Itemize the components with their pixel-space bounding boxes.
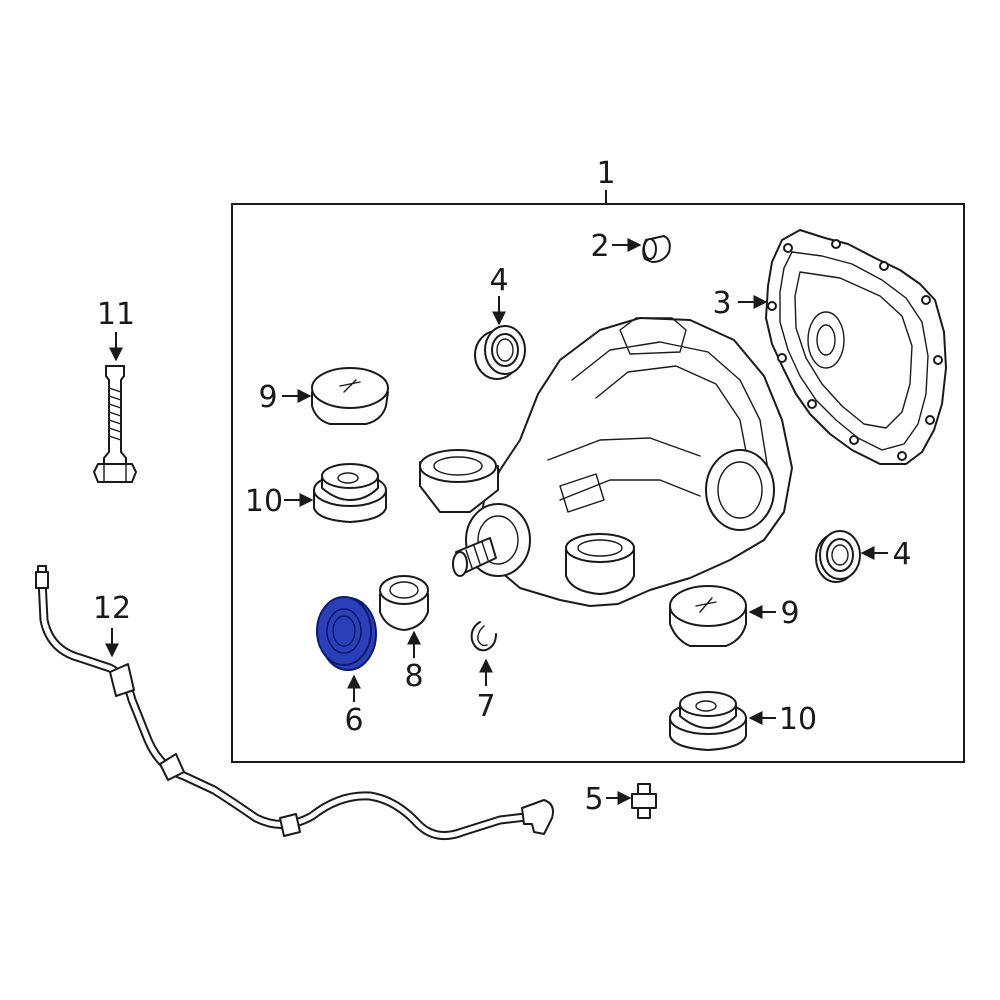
- callout-label: 9: [258, 380, 277, 415]
- part-7-snap-ring[interactable]: [470, 621, 497, 652]
- callout-label: 6: [344, 703, 363, 738]
- callout-label: 8: [404, 659, 423, 694]
- callout-10-upper[interactable]: 10: [245, 484, 314, 519]
- callout-8[interactable]: 8: [404, 630, 424, 694]
- callout-label: 10: [245, 484, 283, 519]
- callout-4-lower[interactable]: 4: [860, 537, 912, 572]
- callout-10-lower[interactable]: 10: [748, 702, 817, 737]
- callout-12[interactable]: 12: [93, 591, 131, 658]
- callout-label: 2: [590, 229, 609, 264]
- callout-2[interactable]: 2: [590, 229, 642, 264]
- callout-label: 4: [892, 537, 911, 572]
- callout-label: 12: [93, 591, 131, 626]
- part-10-bearing-lower[interactable]: [669, 691, 747, 751]
- callout-label: 11: [97, 297, 135, 332]
- part-1-differential-housing[interactable]: [419, 317, 793, 607]
- part-12-vent-hose[interactable]: [35, 565, 554, 841]
- callout-5[interactable]: 5: [584, 782, 632, 817]
- callout-label: 7: [476, 689, 495, 724]
- callout-7[interactable]: 7: [476, 658, 496, 724]
- callout-label: 3: [712, 286, 731, 321]
- assembly-frame: [231, 203, 965, 763]
- part-6-pinion-seal[interactable]: [316, 596, 377, 671]
- callout-3[interactable]: 3: [712, 286, 768, 321]
- callout-11[interactable]: 11: [97, 297, 135, 362]
- part-4-seal-upper[interactable]: [474, 325, 526, 380]
- callout-1[interactable]: 1: [596, 156, 616, 204]
- part-9-cap-upper[interactable]: [311, 367, 389, 425]
- part-10-bearing-upper[interactable]: [313, 463, 387, 523]
- part-4-seal-lower[interactable]: [815, 530, 861, 583]
- callout-label: 1: [596, 156, 615, 191]
- part-11-bolt[interactable]: [93, 365, 137, 483]
- callout-label: 9: [780, 596, 799, 631]
- callout-9-upper[interactable]: 9: [258, 380, 312, 415]
- callout-label: 5: [584, 782, 603, 817]
- part-2-plug[interactable]: [642, 235, 671, 263]
- part-8-sleeve[interactable]: [379, 575, 429, 631]
- callout-label: 4: [489, 263, 508, 298]
- callout-9-lower[interactable]: 9: [748, 596, 800, 631]
- callout-label: 10: [779, 702, 817, 737]
- part-3-cover[interactable]: [765, 229, 947, 465]
- part-9-cap-lower[interactable]: [669, 585, 747, 647]
- callout-4-upper[interactable]: 4: [489, 263, 509, 326]
- part-5-breather[interactable]: [631, 783, 657, 819]
- callout-6[interactable]: 6: [344, 674, 364, 738]
